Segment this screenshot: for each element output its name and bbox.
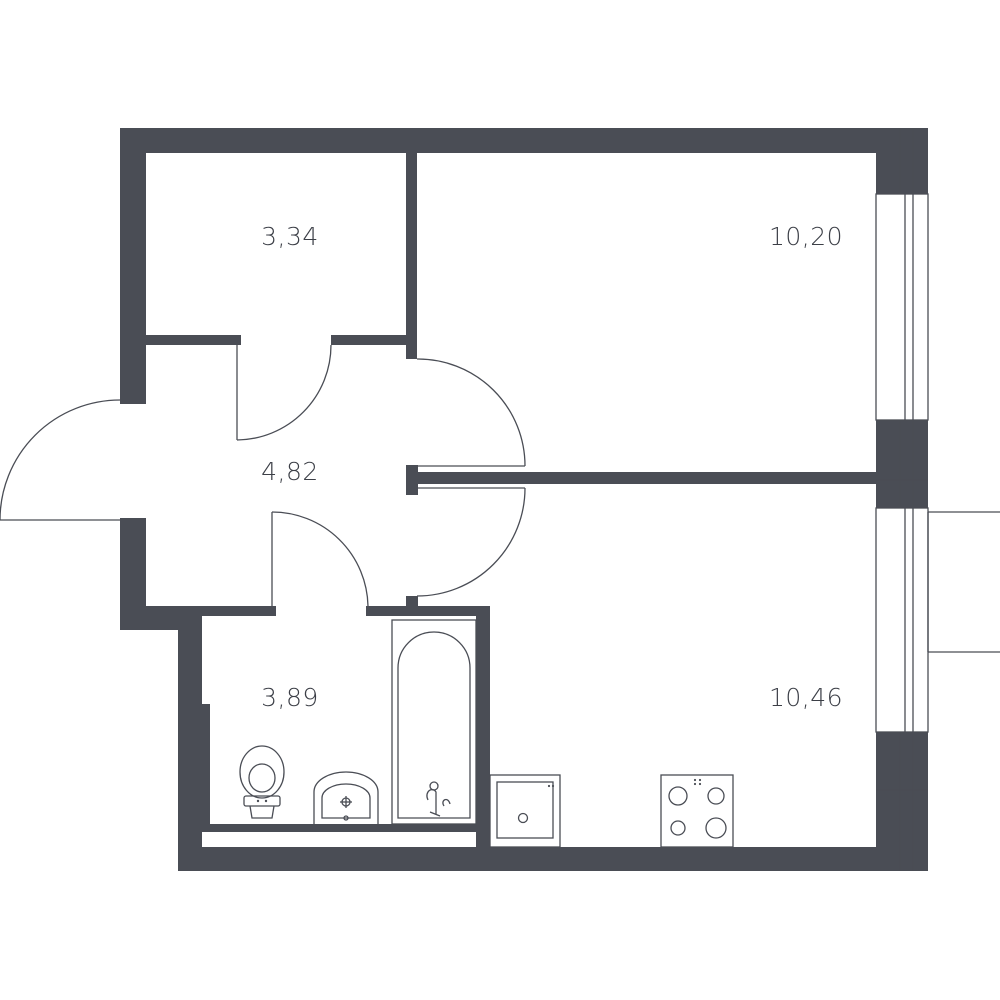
stove-icon — [660, 774, 734, 848]
bathtub-icon — [391, 619, 477, 825]
room-area-hall: 4,82 — [261, 457, 319, 486]
door-swing-icon — [416, 487, 526, 597]
door-swing-icon — [416, 358, 526, 467]
balcony-outline — [927, 511, 1000, 653]
room-area-bathroom: 3,89 — [261, 683, 319, 712]
toilet-icon — [239, 745, 285, 819]
walls — [120, 128, 928, 871]
window-icon — [875, 507, 929, 733]
door-swing-icon — [271, 511, 369, 607]
sink-icon — [313, 771, 379, 824]
window-icon — [875, 193, 929, 421]
room-area-bedroom: 10,20 — [769, 222, 843, 251]
kitchen-sink-icon — [489, 774, 561, 848]
wall-ticks — [876, 128, 928, 871]
door-swing-icon — [0, 399, 121, 521]
door-swing-icon — [236, 344, 332, 441]
room-area-kitchen-living: 10,46 — [769, 683, 843, 712]
room-area-storage: 3,34 — [261, 222, 319, 251]
